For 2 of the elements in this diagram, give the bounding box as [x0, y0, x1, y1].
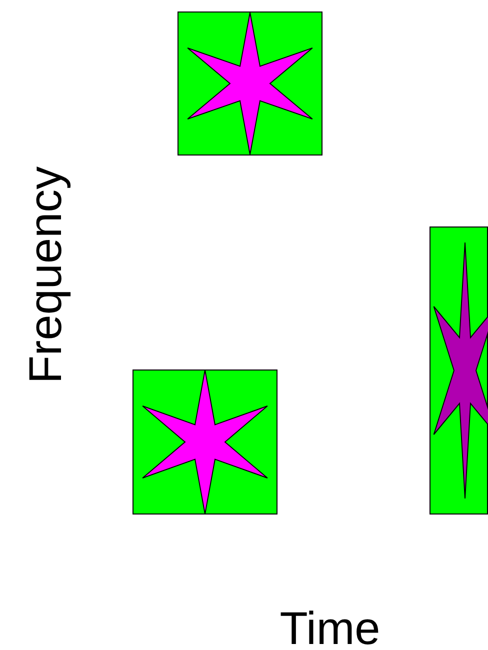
axis-label: Time: [280, 605, 380, 650]
axis-label: Frequency: [22, 166, 68, 384]
